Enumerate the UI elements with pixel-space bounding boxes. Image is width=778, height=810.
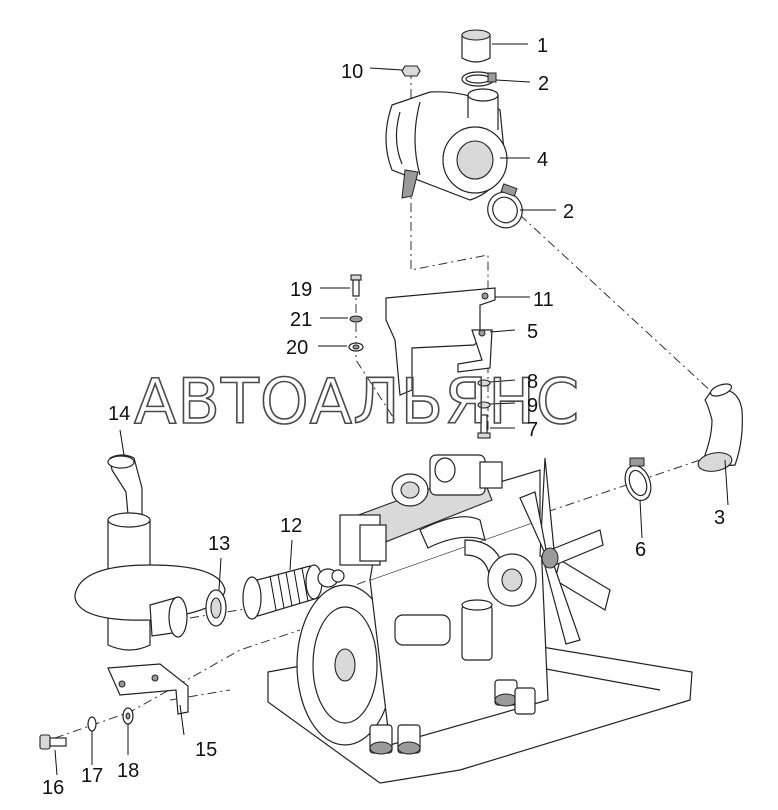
callout-18: 18: [117, 760, 139, 782]
bracket-bolt-set: [39, 707, 134, 750]
gasket-part: [205, 589, 227, 627]
rain-cap-part: [461, 29, 491, 63]
callout-10: 10: [341, 61, 363, 83]
callout-20: 20: [286, 337, 308, 359]
callout-8: 8: [527, 371, 538, 393]
bracket-fasteners: [477, 379, 491, 439]
muffler-bracket-part: [107, 663, 189, 715]
top-hose-clamp-part: [461, 71, 497, 87]
watermark-text: АВТОАЛЬЯНС: [134, 365, 580, 438]
callout-13: 13: [208, 533, 230, 555]
flexible-exhaust-pipe-part: [242, 564, 323, 620]
air-filter-part: [385, 88, 508, 201]
support-bracket-part: [385, 287, 496, 396]
callout-labels: 1 2 10 4 2 19 11 21 5 20 8 9 7 14 3 12 1…: [42, 35, 725, 799]
filter-bracket-part: [457, 329, 493, 373]
callout-5: 5: [527, 321, 538, 343]
lower-clamp-part: [624, 457, 652, 502]
callout-16: 16: [42, 777, 64, 799]
callout-1: 1: [537, 35, 548, 57]
vertical-fasteners: [348, 274, 364, 352]
nut-part: [401, 65, 421, 77]
callout-19: 19: [290, 279, 312, 301]
callout-7: 7: [527, 419, 538, 441]
callout-9: 9: [527, 395, 538, 417]
callout-4: 4: [537, 149, 548, 171]
leader-lines: [54, 43, 729, 776]
callout-12: 12: [280, 515, 302, 537]
intake-elbow-hose-part: [697, 383, 743, 472]
callout-11: 11: [533, 289, 554, 311]
callout-6: 6: [635, 539, 646, 561]
lower-hose-clamp-part: [487, 183, 523, 229]
engine-assembly: [267, 454, 693, 784]
muffler-part: [74, 454, 226, 651]
callout-2-top: 2: [538, 73, 549, 95]
callout-14: 14: [108, 403, 130, 425]
callout-3: 3: [714, 507, 725, 529]
callout-17: 17: [81, 765, 103, 787]
callout-21: 21: [290, 309, 312, 331]
callout-2-bottom: 2: [563, 201, 574, 223]
callout-15: 15: [195, 739, 217, 761]
